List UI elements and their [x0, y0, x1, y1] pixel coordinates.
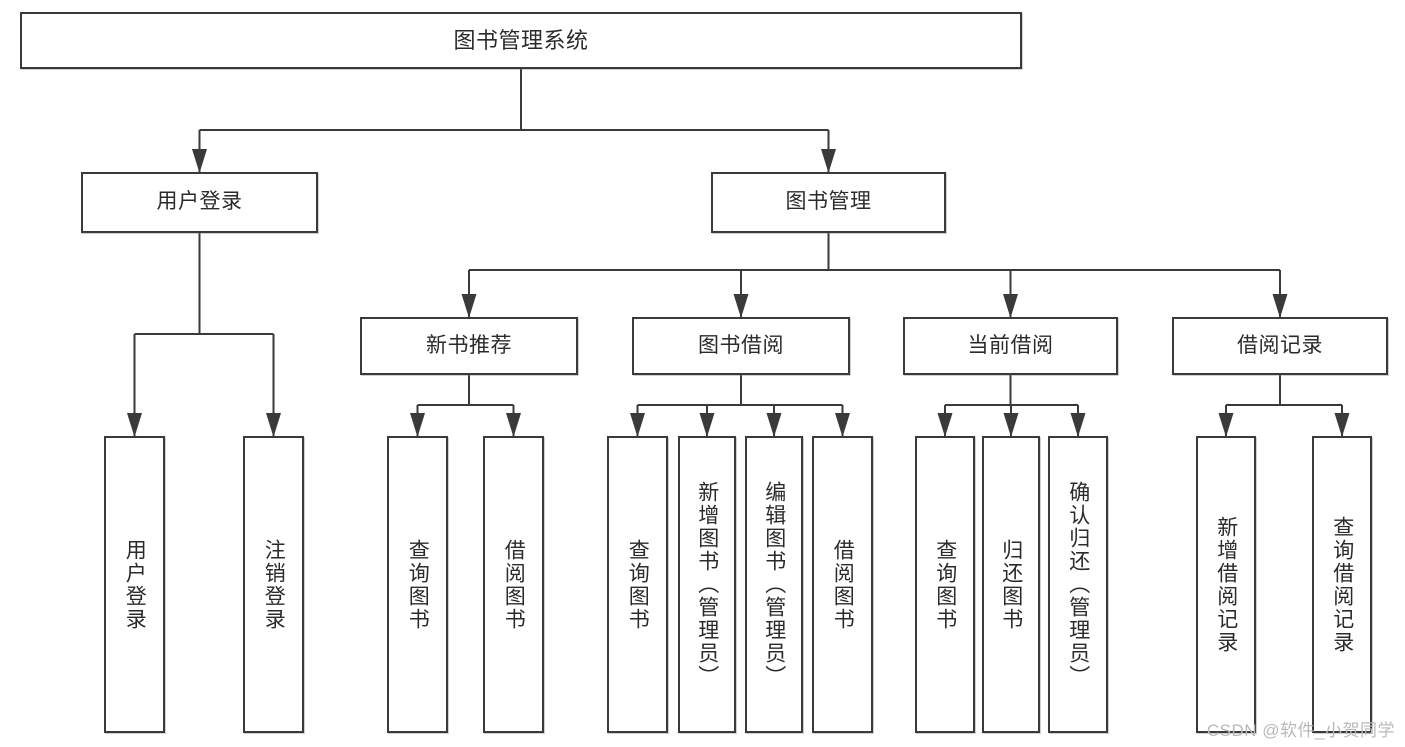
node-leaf-edit-book-label: 编辑图书（管理员）	[762, 481, 786, 688]
node-leaf-query-borrow-record[interactable]: 查询借阅记录	[1312, 436, 1372, 733]
node-leaf-query-book-3[interactable]: 查询图书	[915, 436, 975, 733]
node-leaf-edit-book[interactable]: 编辑图书（管理员）	[745, 436, 803, 733]
node-borrow-record[interactable]: 借阅记录	[1172, 317, 1388, 375]
node-book-borrow-label: 图书借阅	[698, 333, 784, 357]
node-user-login-label: 用户登录	[156, 190, 243, 214]
watermark-text: CSDN @软件_小贺同学	[1206, 721, 1395, 740]
node-leaf-borrow-book-1[interactable]: 借阅图书	[483, 436, 544, 733]
node-leaf-query-book-1-label: 查询图书	[406, 538, 430, 631]
node-leaf-user-login-label: 用户登录	[123, 538, 147, 631]
node-book-borrow[interactable]: 图书借阅	[632, 317, 850, 375]
node-current-borrow-label: 当前借阅	[967, 333, 1054, 357]
node-leaf-confirm-return[interactable]: 确认归还（管理员）	[1048, 436, 1108, 733]
node-root[interactable]: 图书管理系统	[20, 12, 1022, 69]
node-book-manage-label: 图书管理	[785, 190, 872, 214]
node-leaf-add-borrow-record[interactable]: 新增借阅记录	[1196, 436, 1256, 733]
node-leaf-add-borrow-record-label: 新增借阅记录	[1214, 515, 1238, 654]
node-leaf-confirm-return-label: 确认归还（管理员）	[1066, 481, 1090, 688]
node-leaf-return-book[interactable]: 归还图书	[982, 436, 1040, 733]
node-user-login[interactable]: 用户登录	[81, 172, 318, 233]
node-root-label: 图书管理系统	[453, 27, 589, 53]
node-leaf-query-book-1[interactable]: 查询图书	[387, 436, 448, 733]
node-book-manage[interactable]: 图书管理	[711, 172, 946, 233]
node-leaf-query-borrow-record-label: 查询借阅记录	[1330, 515, 1354, 654]
node-leaf-user-login[interactable]: 用户登录	[104, 436, 165, 733]
node-leaf-add-book-label: 新增图书（管理员）	[695, 481, 719, 688]
node-current-borrow[interactable]: 当前借阅	[903, 317, 1118, 375]
node-new-book-recommend-label: 新书推荐	[426, 333, 512, 357]
node-leaf-borrow-book-2-label: 借阅图书	[831, 538, 855, 631]
node-leaf-query-book-2[interactable]: 查询图书	[607, 436, 668, 733]
node-leaf-logout-label: 注销登录	[262, 538, 286, 631]
node-leaf-borrow-book-2[interactable]: 借阅图书	[812, 436, 873, 733]
node-leaf-borrow-book-1-label: 借阅图书	[502, 538, 526, 631]
node-leaf-query-book-2-label: 查询图书	[626, 538, 650, 631]
node-borrow-record-label: 借阅记录	[1237, 333, 1323, 357]
node-leaf-query-book-3-label: 查询图书	[933, 538, 957, 631]
node-leaf-return-book-label: 归还图书	[999, 538, 1023, 631]
node-leaf-add-book[interactable]: 新增图书（管理员）	[678, 436, 736, 733]
node-new-book-recommend[interactable]: 新书推荐	[360, 317, 578, 375]
node-leaf-logout[interactable]: 注销登录	[243, 436, 304, 733]
